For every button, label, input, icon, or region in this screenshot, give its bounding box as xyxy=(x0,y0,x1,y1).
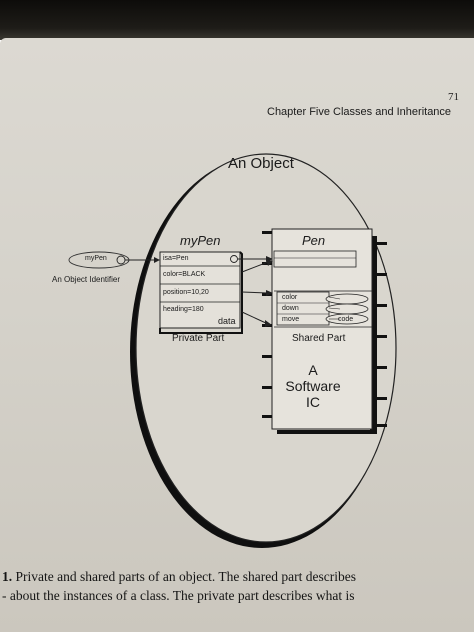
identifier-pointer-dot xyxy=(116,255,126,265)
chip-shadow-bottom xyxy=(277,430,377,434)
private-field: isa=Pen xyxy=(163,255,189,262)
private-field: color=BLACK xyxy=(163,271,206,278)
private-field: heading=180 xyxy=(163,306,204,313)
identifier-arrowhead xyxy=(154,257,160,263)
shared-header-row xyxy=(273,250,357,268)
figure-caption-line-2: - about the instances of a class. The pr… xyxy=(2,588,355,603)
page-number: 71 xyxy=(448,91,459,103)
method-name: move xyxy=(282,316,300,323)
running-head: Chapter Five Classes and Inheritance xyxy=(267,106,452,118)
identifier-name: myPen xyxy=(85,255,107,262)
code-label: code xyxy=(338,316,354,323)
shared-part-caption: Shared Part xyxy=(292,333,346,344)
method-name: down xyxy=(282,305,299,312)
private-part-box xyxy=(159,251,241,329)
figure-caption-line-1: 1. Private and shared parts of an object… xyxy=(2,569,356,585)
binder-edge xyxy=(0,0,474,40)
method-table xyxy=(276,291,330,326)
method-name: color xyxy=(282,294,298,301)
code-oval-2 xyxy=(325,303,369,315)
code-oval-1 xyxy=(325,293,369,305)
caption-text-1: Private and shared parts of an object. T… xyxy=(15,569,357,584)
figure-title: An Object xyxy=(228,155,294,172)
shared-part-title: Pen xyxy=(302,233,326,248)
private-part-title: myPen xyxy=(180,233,221,248)
isa-pointer-dot xyxy=(230,255,238,263)
software-ic-label: A Software IC xyxy=(285,362,341,410)
private-field: position=10,20 xyxy=(163,289,209,296)
code-oval-3 xyxy=(325,313,369,325)
caption-number: 1. xyxy=(2,569,13,584)
data-label: data xyxy=(218,316,236,326)
chip-shadow-right xyxy=(370,236,377,432)
identifier-label: An Object Identifier xyxy=(52,275,121,284)
private-part-caption: Private Part xyxy=(172,333,225,344)
data-arrows xyxy=(241,261,269,325)
